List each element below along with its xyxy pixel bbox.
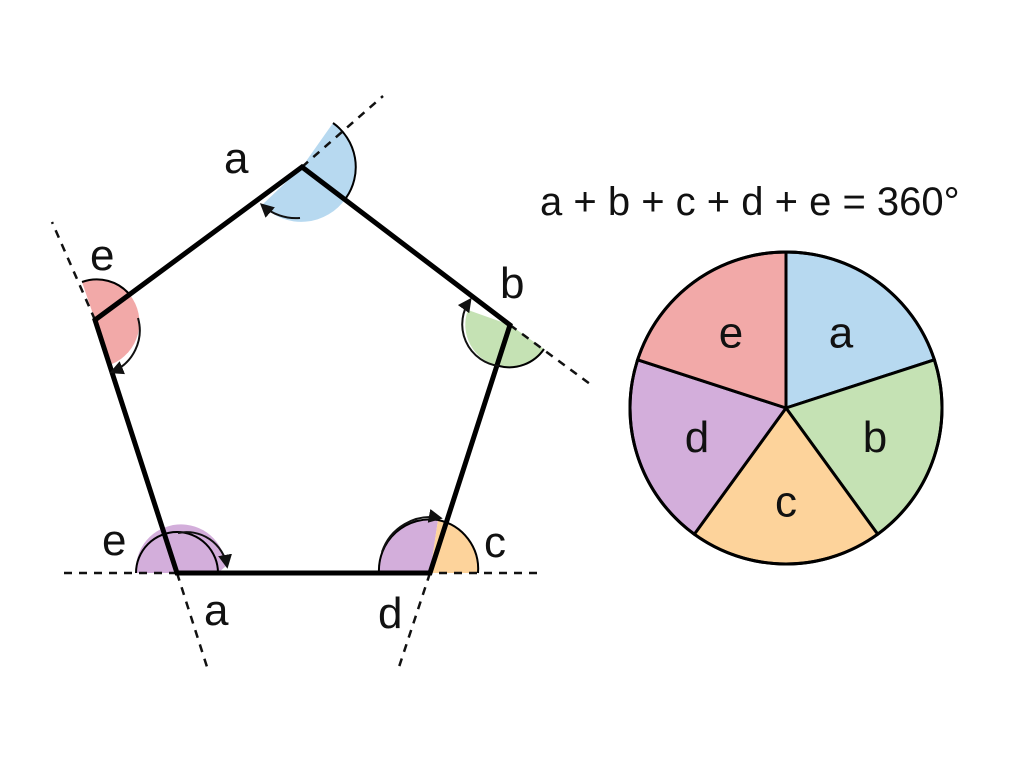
extension-line-bottom-left [175,572,210,671]
angle-wedge-a-top-lower [262,167,346,222]
equation-text: a + b + c + d + e = 360° [540,180,960,224]
pie-label-d: d [685,413,709,462]
arc-outline-e-left [81,278,131,296]
label-bottom-right-c: c [484,518,506,567]
angle-arrow-e-left [109,317,141,375]
extension-line-right [509,323,591,386]
label-bottom-right-d: d [378,589,402,638]
label-left-e: e [90,231,114,280]
angle-arrow-d [381,509,443,553]
extension-line-left [50,221,97,321]
label-bottom-left-a: a [204,586,229,635]
angle-wedge-d [378,519,438,573]
angle-arrow-e-bottom [177,531,232,569]
angle-sum-pie: a b c d e [628,250,944,566]
label-bottom-left-e: e [102,516,126,565]
label-right-b: b [500,259,524,308]
pie-label-e: e [719,308,743,357]
angle-wedge-e-left-outer [82,279,130,320]
extension-line-bottom-right [396,572,432,671]
pie-label-b: b [863,413,887,462]
pentagon [92,163,513,576]
pie-label-c: c [775,478,797,527]
angle-arrow-b [457,297,500,367]
arc-outline-e-bottom [135,531,219,574]
extension-line-top [301,95,384,168]
pie-outline [628,250,944,566]
angle-wedge-a-top [302,123,356,198]
arc-outline-a [332,122,357,199]
label-top-a: a [224,134,249,183]
pie-label-a: a [829,308,854,357]
arc-outline-b [498,348,545,369]
angle-arrow-a [259,203,301,220]
arc-outline-d [377,518,439,574]
